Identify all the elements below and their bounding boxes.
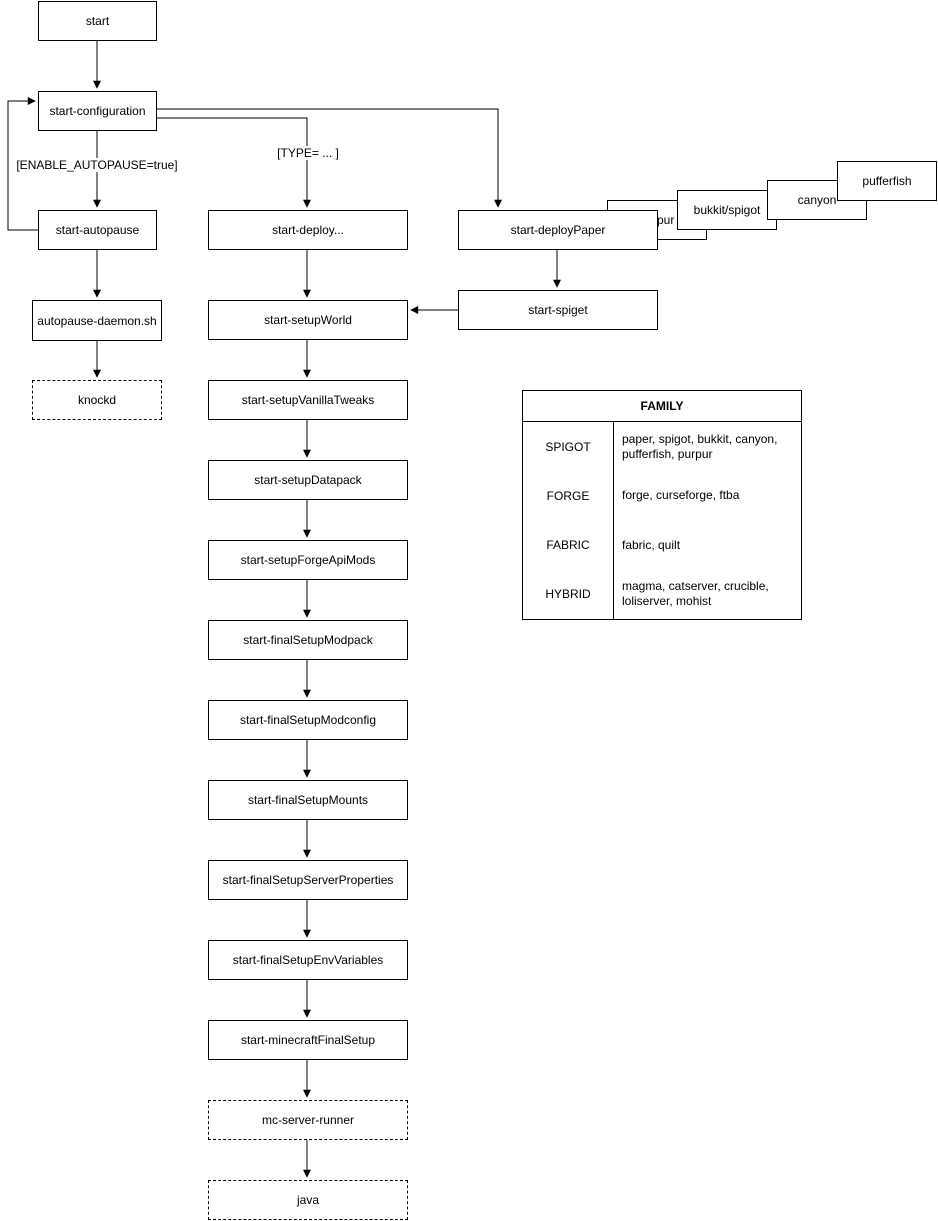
node-start-setupforgeapimods: start-setupForgeApiMods xyxy=(208,540,408,580)
node-start-finalsetupmodpack: start-finalSetupModpack xyxy=(208,620,408,660)
node-start: start xyxy=(38,1,157,41)
family-members: fabric, quilt xyxy=(622,537,681,552)
family-table-row-hybrid: HYBRID magma, catserver, crucible, lolis… xyxy=(523,569,801,619)
family-name: SPIGOT xyxy=(523,422,614,472)
node-mc-server-runner: mc-server-runner xyxy=(208,1100,408,1140)
family-table-title: FAMILY xyxy=(523,391,801,422)
family-table-row-spigot: SPIGOT paper, spigot, bukkit, canyon, pu… xyxy=(523,422,801,472)
node-start-finalsetupserverproperties: start-finalSetupServerProperties xyxy=(208,860,408,900)
family-members: paper, spigot, bukkit, canyon, pufferfis… xyxy=(622,431,778,461)
node-start-finalsetupenvvariables: start-finalSetupEnvVariables xyxy=(208,940,408,980)
node-pufferfish: pufferfish xyxy=(837,161,937,201)
edge-label-type: [TYPE= ... ] xyxy=(275,146,341,160)
node-start-finalsetupmounts: start-finalSetupMounts xyxy=(208,780,408,820)
node-start-setupvanillatweaks: start-setupVanillaTweaks xyxy=(208,380,408,420)
family-table-row-forge: FORGE forge, curseforge, ftba xyxy=(523,471,801,521)
node-start-setupdatapack: start-setupDatapack xyxy=(208,460,408,500)
family-table: FAMILY SPIGOT paper, spigot, bukkit, can… xyxy=(522,390,802,620)
node-start-setupworld: start-setupWorld xyxy=(208,300,408,340)
family-table-body: SPIGOT paper, spigot, bukkit, canyon, pu… xyxy=(523,422,801,619)
family-table-row-fabric: FABRIC fabric, quilt xyxy=(523,520,801,570)
family-members: magma, catserver, crucible, loliserver, … xyxy=(622,579,769,609)
family-members: forge, curseforge, ftba xyxy=(622,488,740,503)
node-start-configuration: start-configuration xyxy=(38,91,157,131)
node-start-deploypaper: start-deployPaper xyxy=(458,210,658,250)
family-name: FORGE xyxy=(523,471,614,521)
node-start-minecraftfinalsetup: start-minecraftFinalSetup xyxy=(208,1020,408,1060)
family-name: FABRIC xyxy=(523,520,614,570)
node-start-spiget: start-spiget xyxy=(458,290,658,330)
node-knockd: knockd xyxy=(32,380,162,420)
node-start-deploy: start-deploy... xyxy=(208,210,408,250)
edge-label-enable-autopause: [ENABLE_AUTOPAUSE=true] xyxy=(14,158,180,172)
node-java: java xyxy=(208,1180,408,1220)
family-name: HYBRID xyxy=(523,569,614,619)
node-start-finalsetupmodconfig: start-finalSetupModconfig xyxy=(208,700,408,740)
node-start-autopause: start-autopause xyxy=(38,210,157,250)
node-autopause-daemon-sh: autopause-daemon.sh xyxy=(32,300,162,341)
node-bukkit-spigot: bukkit/spigot xyxy=(677,190,777,230)
